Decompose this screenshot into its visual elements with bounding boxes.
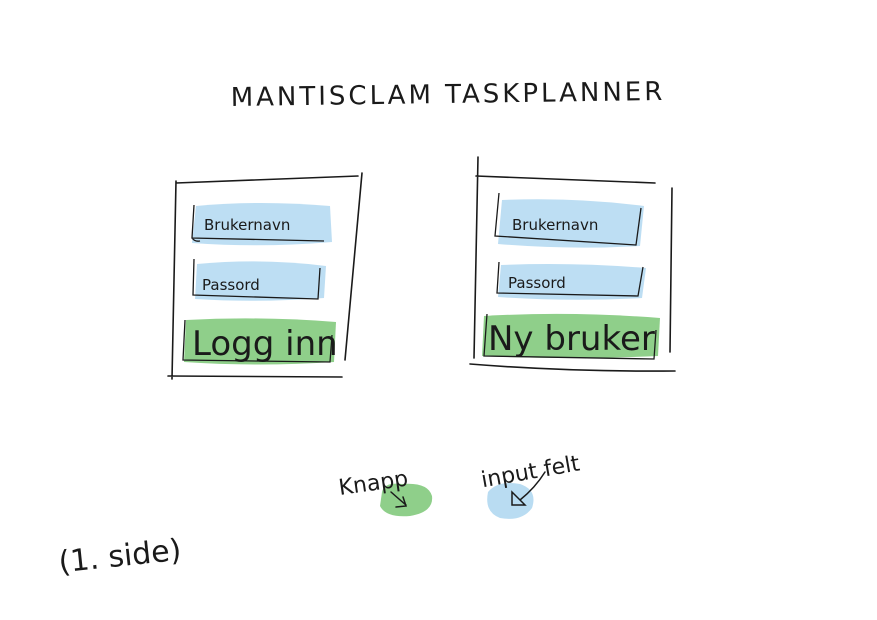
register-password-placeholder: Passord bbox=[508, 274, 566, 292]
legend-button-arrow bbox=[390, 491, 408, 508]
page-title: MANTISCLAM TASKPLANNER bbox=[231, 77, 666, 113]
login-panel-frame bbox=[167, 172, 363, 380]
register-username-field[interactable]: Brukernavn bbox=[494, 192, 644, 248]
legend: Knapp input felt bbox=[337, 451, 582, 519]
legend-button-swatch bbox=[380, 483, 433, 517]
register-panel-frame bbox=[469, 156, 676, 372]
legend-input-swatch bbox=[487, 483, 534, 519]
legend-input-label: input felt bbox=[479, 451, 582, 493]
login-panel: Brukernavn Passord Logg inn bbox=[167, 172, 363, 380]
login-button[interactable]: Logg inn bbox=[182, 318, 338, 365]
login-button-label: Logg inn bbox=[192, 324, 338, 364]
login-username-field[interactable]: Brukernavn bbox=[191, 203, 332, 246]
page-note: (1. side) bbox=[57, 533, 183, 581]
legend-input-arrow bbox=[511, 471, 546, 506]
new-user-button-label: Ny bruker bbox=[488, 319, 655, 359]
register-username-placeholder: Brukernavn bbox=[512, 216, 598, 234]
login-username-placeholder: Brukernavn bbox=[204, 216, 290, 234]
login-password-field[interactable]: Passord bbox=[192, 258, 326, 301]
new-user-button[interactable]: Ny bruker bbox=[482, 313, 660, 360]
login-password-placeholder: Passord bbox=[202, 276, 260, 294]
register-password-field[interactable]: Passord bbox=[496, 261, 646, 300]
register-panel: Brukernavn Passord Ny bruker bbox=[469, 156, 676, 372]
